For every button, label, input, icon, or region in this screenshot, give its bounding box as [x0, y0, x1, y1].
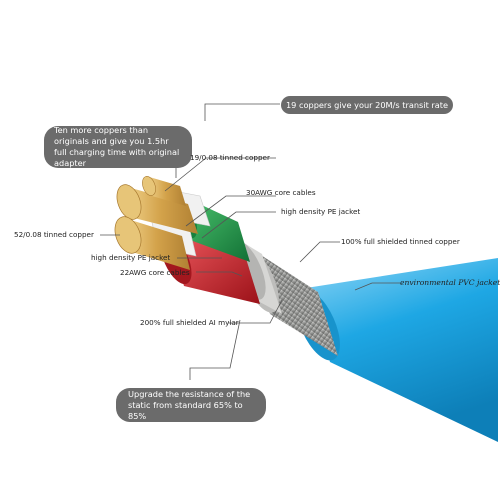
label-ai-mylar: 200% full shielded AI mylar — [140, 318, 239, 327]
callout-static-resistance: Upgrade the resistance of the static fro… — [116, 388, 266, 422]
leader-bottom — [189, 319, 241, 380]
leader-mylar — [228, 299, 283, 324]
label-19-tinned-copper: 19/0.08 tinned copper — [190, 153, 270, 162]
label-shielded-tinned-copper: 100% full shielded tinned copper — [341, 237, 460, 246]
leader-30awg — [185, 195, 276, 227]
label-52-tinned-copper: 52/0.08 tinned copper — [14, 230, 94, 239]
leader-shielded-copper — [299, 241, 340, 263]
leader-22awg — [196, 271, 243, 277]
copper-strands — [114, 176, 198, 270]
label-22awg-core-cables: 22AWG core cables — [120, 268, 190, 277]
label-pvc-jacket: environmental PVC jacket — [400, 278, 500, 287]
leader-top-right — [204, 103, 280, 121]
leader-19-copper — [164, 157, 276, 192]
leader-lines — [100, 103, 400, 380]
label-pe-jacket-upper: high density PE jacket — [281, 207, 361, 216]
callout-charging-time: Ten more coppers than originals and give… — [44, 125, 192, 168]
leader-pe-upper — [201, 211, 276, 239]
label-30awg-core-cables: 30AWG core cables — [246, 188, 316, 197]
leader-pvc — [354, 282, 400, 291]
label-pe-jacket-lower: high density PE jacket — [91, 253, 171, 262]
callout-transit-rate: 19 coppers give your 20M/s transit rate — [281, 96, 453, 114]
